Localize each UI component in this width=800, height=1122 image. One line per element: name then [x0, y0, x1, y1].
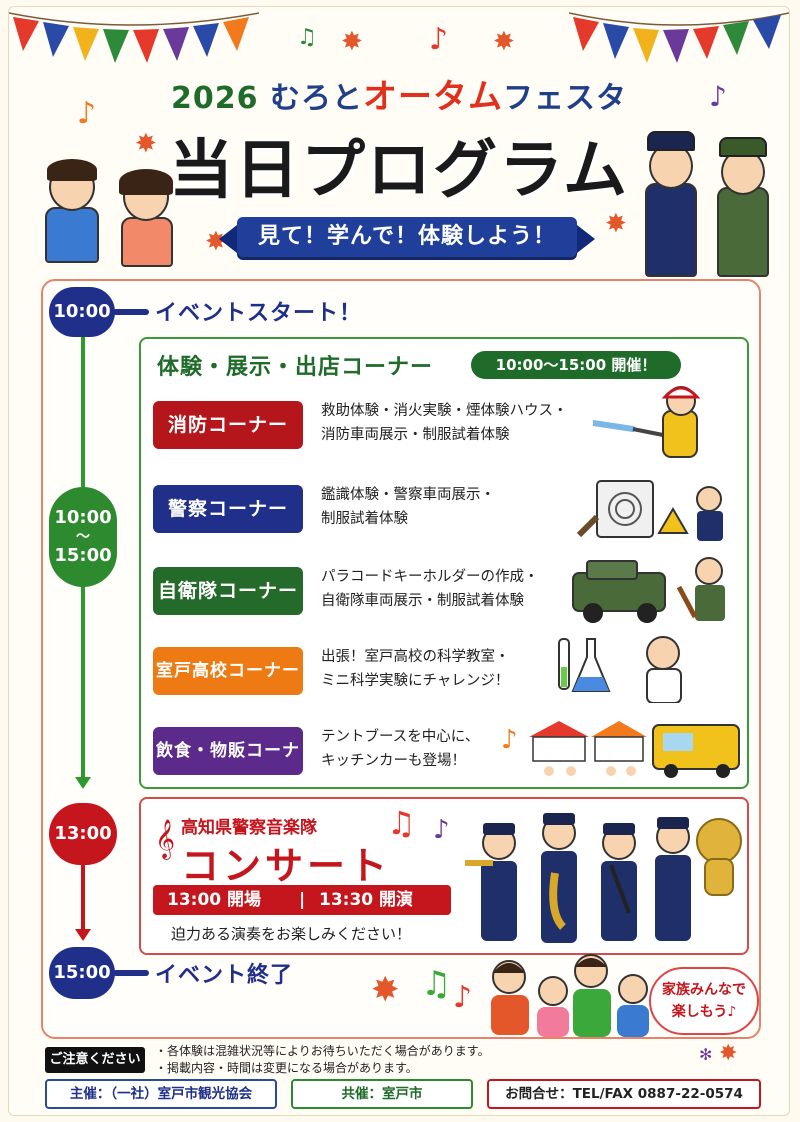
bunting-right	[569, 12, 789, 63]
event-title-pre: むろと	[269, 81, 363, 116]
organizer: 主催：（一社）室戸市観光協会	[45, 1079, 277, 1109]
event-year: 2026	[171, 81, 259, 116]
tagline-ribbon: 見て！学んで！体験しよう！	[219, 217, 595, 257]
maple-leaf-icon: ✸	[371, 970, 400, 1010]
range-from: 10:00	[54, 507, 112, 528]
maple-leaf-icon: ✸	[135, 129, 157, 159]
maple-leaf-icon: ✸	[605, 209, 627, 239]
contact: お問合せ：TEL/FAX 0887-22-0574	[487, 1079, 761, 1109]
program-title: 当日プログラム	[168, 134, 630, 208]
speech-line1: 家族みんなで	[662, 982, 746, 998]
treble-clef-icon: 𝄞	[155, 819, 176, 859]
corner-fire: 消防コーナー	[153, 401, 303, 449]
event-title-post: フェスタ	[502, 81, 627, 116]
concert-open: 13:00 開場	[167, 890, 262, 910]
maple-leaf-icon: ✸	[341, 27, 363, 57]
booths-hours: 10:00～15:00 開催！	[471, 351, 681, 379]
music-note-icon: ♪	[77, 96, 97, 131]
poster: ✸ ✸ ♫ ♪ ♪ ✸ ♪ ♪ ✸ ✸ 2026 むろとオータムフェスタ 当日プ…	[8, 6, 790, 1116]
concert-divider: |	[299, 890, 306, 910]
notice-label: ご注意ください	[45, 1047, 145, 1073]
music-note-icon: ♪	[709, 80, 727, 113]
arrow-down-icon	[75, 929, 91, 941]
end-label: イベント終了	[155, 963, 294, 988]
corner-sdf: 自衛隊コーナー	[153, 567, 303, 615]
firefighter-hose-icon	[593, 386, 701, 458]
time-concert: 13:00	[49, 803, 117, 865]
corner-police-desc: 鑑識体験・警察車両展示・ 制服試着体験	[321, 487, 495, 527]
concert-title: コンサート	[181, 844, 392, 888]
arrow-down-icon	[75, 777, 91, 789]
corner-highschool-desc: 出張！室戸高校の科学教室・ ミニ科学実験にチャレンジ！	[321, 649, 510, 689]
maple-leaf-icon: ✸	[719, 1041, 738, 1066]
booths-title: 体験・展示・出店コーナー	[157, 355, 434, 380]
bunting-left	[9, 12, 259, 63]
music-note-icon: ♫	[297, 25, 317, 50]
time-end: 15:00	[49, 947, 115, 999]
self-defense-officer-illustration	[707, 131, 777, 281]
connector	[113, 309, 149, 315]
corner-food: 飲食・物販コーナー	[153, 727, 303, 809]
police-officer-illustration	[635, 125, 705, 281]
connector	[113, 970, 149, 976]
concert-times: 13:00 開場 | 13:30 開演	[153, 885, 451, 915]
corner-fire-desc: 救助体験・消火実験・煙体験ハウス・ 消防車両展示・制服試着体験	[321, 403, 568, 443]
corner-sdf-desc: パラコードキーホルダーの作成・ 自衛隊車両展示・制服試着体験	[321, 569, 539, 609]
music-note-icon: ♪	[501, 725, 518, 755]
maple-leaf-icon: ✸	[493, 27, 515, 57]
flower-icon: ✻	[699, 1045, 713, 1064]
food-stalls-icon	[529, 721, 740, 778]
corner-highschool: 室戸高校コーナー	[153, 647, 303, 695]
concert-section: 𝄞 高知県警察音楽隊 コンサート 13:00 開場 | 13:30 開演 迫力あ…	[139, 797, 749, 955]
music-note-icon: ♫	[387, 804, 416, 842]
concert-note: 迫力ある演奏をお楽しみください！	[171, 925, 412, 943]
police-band-icon	[465, 813, 742, 943]
corner-police: 警察コーナー	[153, 485, 303, 533]
speech-bubble: 家族みんなで 楽しもう♪	[649, 967, 759, 1035]
event-title-accent: オータム	[362, 77, 503, 117]
booths-section: 体験・展示・出店コーナー 10:00～15:00 開催！ 消防コーナー 救助体験…	[139, 337, 749, 809]
timeline-line-red	[81, 865, 85, 933]
boy-illustration	[31, 157, 111, 267]
forensics-kit-icon	[576, 480, 723, 541]
family-illustration	[491, 954, 649, 1037]
corner-food-desc: テントブースを中心に、 キッチンカーも登場！	[321, 729, 480, 769]
concert-start: 13:30 開演	[319, 890, 414, 910]
speech-line2: 楽しもう♪	[671, 1004, 737, 1020]
music-note-icon: ♪	[453, 980, 473, 1015]
music-note-icon: ♫	[421, 964, 452, 1004]
cosponsor: 共催：室戸市	[291, 1079, 473, 1109]
music-note-icon: ♪	[433, 815, 450, 845]
girl-illustration	[107, 167, 185, 271]
music-note-icon: ♪	[429, 22, 449, 57]
time-range: 10:00 ～ 15:00	[49, 487, 117, 587]
range-to: 15:00	[54, 545, 112, 567]
concert-subtitle: 高知県警察音楽隊	[181, 818, 317, 838]
notice-text: ・各体験は混雑状況等によりお待ちいただく場合があります。 ・掲載内容・時間は変更…	[155, 1044, 490, 1075]
science-flask-icon	[558, 636, 682, 703]
time-start: 10:00	[49, 287, 115, 337]
military-vehicle-icon	[572, 557, 725, 623]
start-label: イベントスタート！	[155, 301, 363, 326]
event-title: 2026 むろとオータムフェスタ	[9, 69, 789, 118]
range-sep: ～	[76, 528, 90, 545]
